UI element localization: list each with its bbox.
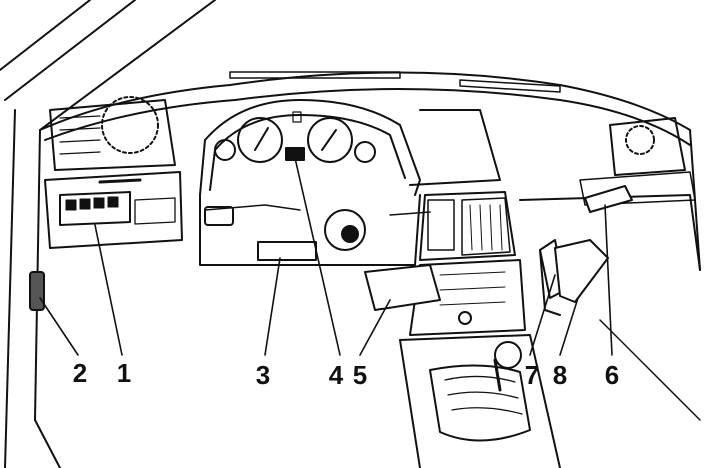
glovebox-area — [519, 194, 701, 421]
left-lower-panel — [44, 171, 183, 249]
component-8 — [554, 239, 609, 303]
component-5 — [364, 264, 441, 311]
callout-1: 1 — [116, 358, 132, 388]
component-3 — [257, 241, 317, 261]
dashboard-top — [39, 71, 701, 271]
component-6 — [584, 185, 633, 213]
callout-8: 8 — [552, 360, 568, 390]
leader-lines — [39, 157, 613, 356]
callout-4: 4 — [328, 360, 344, 390]
callout-5: 5 — [352, 360, 368, 390]
right-air-vent — [579, 117, 696, 206]
callout-2: 2 — [72, 358, 88, 388]
steering-column — [199, 194, 431, 266]
callout-3: 3 — [255, 360, 271, 390]
callout-6: 6 — [604, 360, 620, 390]
side-fuse-holder — [29, 271, 45, 311]
gear-shift — [399, 334, 561, 468]
center-console — [409, 109, 526, 336]
callout-7: 7 — [524, 360, 540, 390]
instrument-cluster — [199, 99, 421, 196]
left-air-vent — [49, 96, 176, 171]
